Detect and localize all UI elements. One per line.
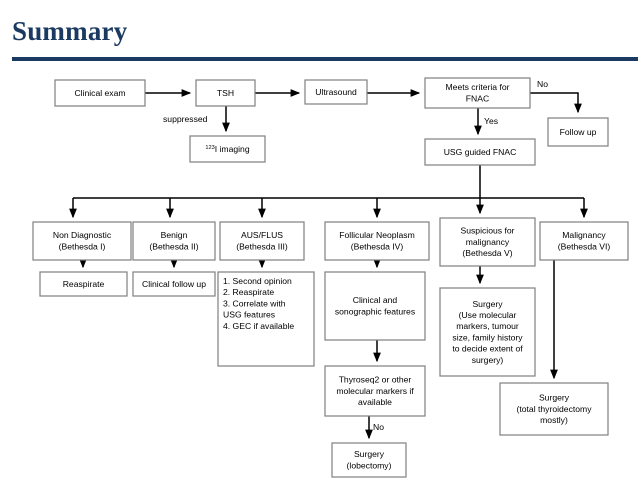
node-label-line: (Use molecular <box>459 310 517 320</box>
edge-label-no-fnac: No <box>537 79 548 89</box>
node-box <box>32 221 132 261</box>
node-label-line: (Bethesda V) <box>462 248 512 258</box>
node-label-line: Clinical and <box>353 295 398 305</box>
node-label-line: USG guided FNAC <box>444 147 517 157</box>
node-box <box>219 221 305 261</box>
node-label-line: Thyroseq2 or other <box>339 375 412 385</box>
edge-label-yes-fnac: Yes <box>484 116 498 126</box>
flow-node-malignancy[interactable]: Malignancy(Bethesda VI) <box>539 221 629 261</box>
node-label-line: Surgery <box>354 449 385 459</box>
node-label-line: molecular markers if <box>336 386 414 396</box>
node-label-line: (total thyroidectomy <box>517 404 593 414</box>
flow-node-usg-guided-fnac[interactable]: USG guided FNAC <box>424 138 536 166</box>
node-box <box>324 271 426 341</box>
node-label-line: Clinical exam <box>74 88 125 98</box>
node-label-line: Reaspirate <box>63 279 105 289</box>
flow-node-i123-imaging[interactable]: 123I imaging <box>189 135 266 163</box>
flow-node-clinical-follow-up[interactable]: Clinical follow up <box>132 271 216 297</box>
node-label-line: mostly) <box>540 415 568 425</box>
node-label-line: 123I imaging <box>205 144 249 154</box>
flow-node-follicular-neoplasm[interactable]: Follicular Neoplasm(Bethesda IV) <box>324 221 430 261</box>
node-label-line: 1. Second opinion <box>223 276 292 286</box>
node-box <box>324 365 426 417</box>
node-label-line: 4. GEC if available <box>223 321 294 331</box>
node-label-line: Benign <box>161 230 188 240</box>
node-box <box>331 442 407 478</box>
node-box <box>424 77 531 109</box>
node-label-line: (lobectomy) <box>347 460 392 470</box>
node-label-line: Follicular Neoplasm <box>339 230 414 240</box>
node-box <box>132 221 216 261</box>
node-label-line: (Bethesda III) <box>236 241 288 251</box>
node-label-line: Non Diagnostic <box>53 230 112 240</box>
node-box <box>439 287 536 377</box>
node-label-line: available <box>358 397 392 407</box>
node-label-line: Clinical follow up <box>142 279 206 289</box>
node-box <box>324 221 430 261</box>
flow-node-reaspirate[interactable]: Reaspirate <box>39 271 128 297</box>
edge-label-no-thyroseq: No <box>373 422 384 432</box>
node-label-line: malignancy <box>466 237 510 247</box>
node-label-line: sonographic features <box>335 306 415 316</box>
node-label-line: AUS/FLUS <box>241 230 283 240</box>
node-box <box>54 79 146 107</box>
node-label-line: 3. Correlate with <box>223 298 286 308</box>
flow-node-tsh[interactable]: TSH <box>195 79 256 107</box>
node-label-line: to decide extent of <box>452 344 523 354</box>
node-box <box>217 271 315 367</box>
node-box <box>189 135 266 163</box>
node-box <box>195 79 256 107</box>
node-label-line: Meets criteria for <box>446 82 510 92</box>
node-label-line: (Bethesda II) <box>149 241 198 251</box>
flow-node-non-diagnostic[interactable]: Non Diagnostic(Bethesda I) <box>32 221 132 261</box>
node-label-line: Follow up <box>560 127 597 137</box>
node-label-line: markers, tumour <box>456 321 519 331</box>
edge-meets-criteria-to-follow-up <box>530 92 582 114</box>
title-divider <box>12 57 638 61</box>
node-box <box>304 79 368 105</box>
flow-node-follow-up[interactable]: Follow up <box>547 117 609 147</box>
node-label-line: USG features <box>223 310 275 320</box>
node-box <box>547 117 609 147</box>
node-label-line: Suspicious for <box>461 226 515 236</box>
node-label-line: (Bethesda VI) <box>558 241 611 251</box>
node-box <box>424 138 536 166</box>
flow-node-ultrasound[interactable]: Ultrasound <box>304 79 368 105</box>
flow-node-clinical-exam[interactable]: Clinical exam <box>54 79 146 107</box>
node-label-line: (Bethesda IV) <box>351 241 404 251</box>
node-label-line: size, family history <box>452 332 523 342</box>
node-label-line: TSH <box>217 88 234 98</box>
node-box <box>39 271 128 297</box>
node-label-line: Malignancy <box>562 230 606 240</box>
flow-node-surgery-lobectomy[interactable]: Surgery(lobectomy) <box>331 442 407 478</box>
flow-node-aus-flus[interactable]: AUS/FLUS(Bethesda III) <box>219 221 305 261</box>
node-label-line: surgery) <box>472 355 504 365</box>
edge-label-suppressed: suppressed <box>163 114 208 124</box>
node-box <box>539 221 629 261</box>
node-box <box>499 382 609 436</box>
page-title: Summary <box>12 16 128 46</box>
node-label-line: 2. Reaspirate <box>223 287 274 297</box>
node-label-line: FNAC <box>466 93 489 103</box>
node-label-line: Surgery <box>539 393 570 403</box>
nodes-layer: Clinical exam TSH 123I imaging Ultrasound Me… <box>32 77 629 478</box>
node-label-line: Surgery <box>472 299 503 309</box>
flow-node-benign[interactable]: Benign(Bethesda II) <box>132 221 216 261</box>
node-label-line: (Bethesda I) <box>59 241 106 251</box>
edges-layer <box>69 89 588 440</box>
node-box <box>132 271 216 297</box>
node-box <box>439 217 536 267</box>
node-label-line: Ultrasound <box>315 87 357 97</box>
